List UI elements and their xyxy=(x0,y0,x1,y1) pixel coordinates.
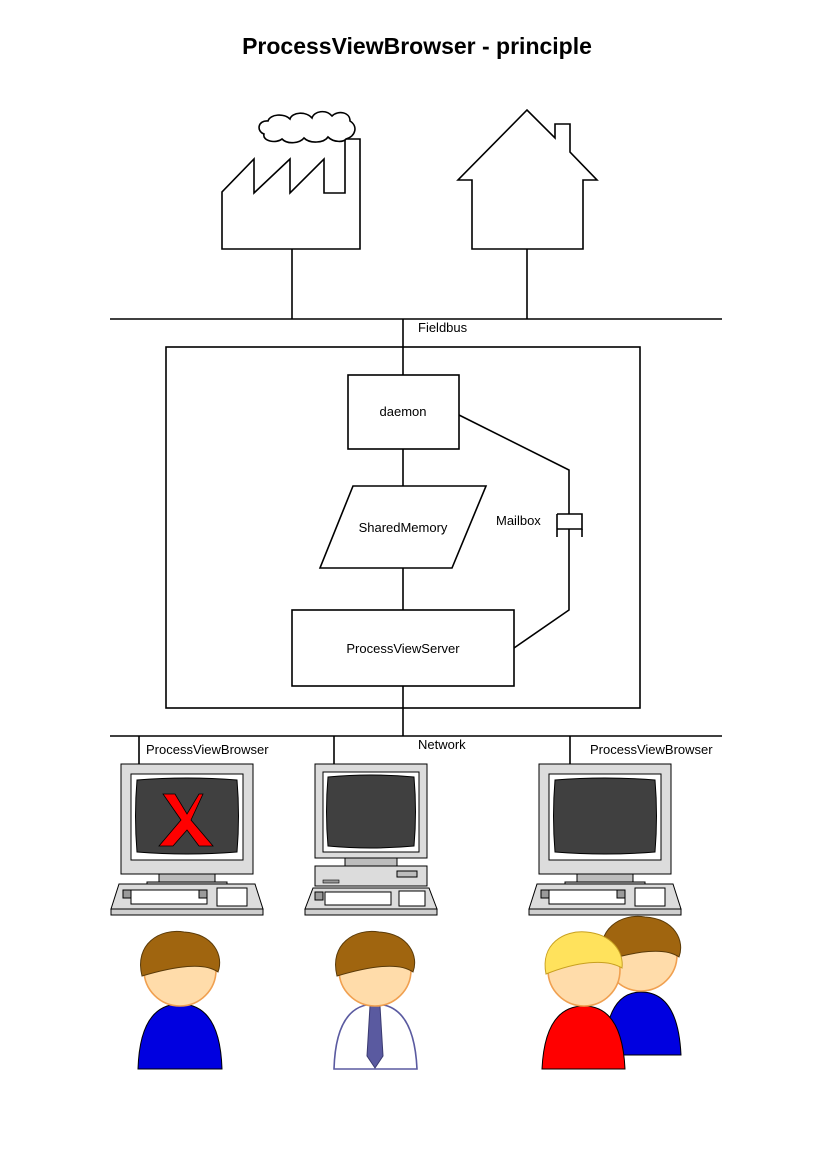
computer-icon xyxy=(110,763,264,916)
person-icon xyxy=(333,930,418,1070)
mailbox-symbol xyxy=(556,513,583,537)
factory-icon xyxy=(221,110,361,250)
person-icon xyxy=(601,915,682,1056)
fieldbus-label: Fieldbus xyxy=(418,320,468,335)
mailbox-label: Mailbox xyxy=(496,513,541,528)
x-logo-icon xyxy=(158,793,214,847)
shared-memory-shape xyxy=(318,485,488,569)
process-view-server-label: ProcessViewServer xyxy=(346,641,460,656)
computer-icon xyxy=(528,763,682,916)
network-label: Network xyxy=(418,737,466,752)
computer-icon xyxy=(304,763,438,916)
browser-right-label: ProcessViewBrowser xyxy=(590,742,713,757)
person-icon xyxy=(137,930,223,1070)
daemon-label: daemon xyxy=(380,404,427,419)
browser-left-label: ProcessViewBrowser xyxy=(146,742,269,757)
process-view-server-box xyxy=(291,609,515,687)
daemon-box xyxy=(347,374,460,450)
person-icon xyxy=(541,931,626,1070)
tie-icon xyxy=(366,1005,384,1069)
diagram-title: ProcessViewBrowser - principle xyxy=(242,33,592,59)
shared-memory-label: SharedMemory xyxy=(359,520,448,535)
house-icon xyxy=(456,108,599,250)
